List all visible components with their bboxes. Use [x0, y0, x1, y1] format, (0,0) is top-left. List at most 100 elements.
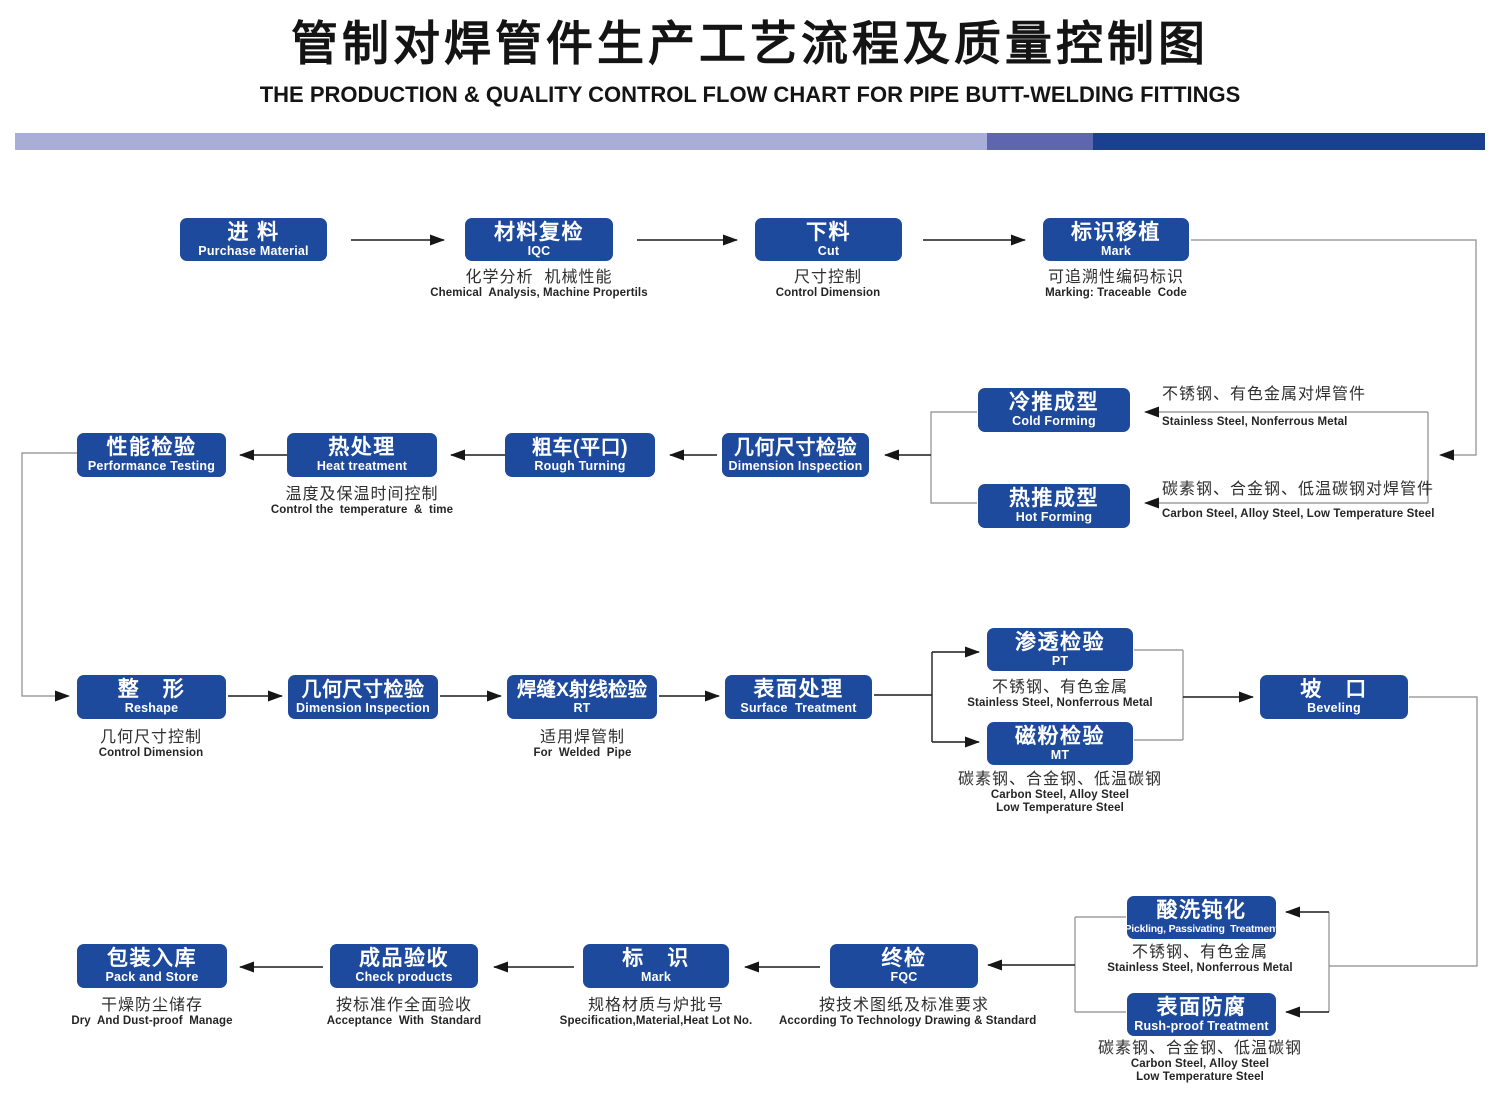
- divider-segment-mid: [987, 133, 1093, 150]
- note-cold-forming-en: Stainless Steel, Nonferrous Metal: [1162, 416, 1462, 429]
- node-purchase-material-en: Purchase Material: [198, 243, 309, 258]
- note-pt: 不锈钢、有色金属 Stainless Steel, Nonferrous Met…: [930, 679, 1190, 710]
- node-performance-testing: 性能检验 Performance Testing: [77, 433, 226, 477]
- note-iqc-en: Chemical Analysis, Machine Propertils: [430, 287, 648, 299]
- node-performance-testing-zh: 性能检验: [106, 436, 197, 459]
- note-rust-proof-zh: 碳素钢、合金钢、低温碳钢: [1097, 1040, 1302, 1057]
- node-fqc-en: FQC: [890, 970, 918, 984]
- node-reshape-zh: 整 形: [117, 678, 186, 701]
- node-mt-zh: 磁粉检验: [1015, 724, 1105, 748]
- note-rust-proof: 碳素钢、合金钢、低温碳钢 Carbon Steel, Alloy Steel L…: [1040, 1040, 1360, 1084]
- node-dimension-inspection-2: 几何尺寸检验 Dimension Inspection: [288, 675, 438, 719]
- note-pack-and-store-zh: 干燥防尘储存: [100, 997, 203, 1014]
- node-pt-en: PT: [1051, 653, 1069, 668]
- note-mark-label: 规格材质与炉批号 Specification,Material,Heat Lot…: [543, 997, 769, 1028]
- node-heat-treatment: 热处理 Heat treatment: [287, 433, 437, 477]
- node-iqc: 材料复检 IQC: [465, 218, 613, 261]
- note-mark-transplant-en: Marking: Traceable Code: [1045, 287, 1187, 299]
- node-rough-turning-en: Rough Turning: [534, 459, 626, 473]
- note-mt: 碳素钢、合金钢、低温碳钢 Carbon Steel, Alloy Steel L…: [930, 771, 1190, 815]
- node-purchase-material-zh: 进 料: [227, 220, 280, 244]
- node-cut: 下料 Cut: [755, 218, 902, 261]
- node-pack-and-store-zh: 包装入库: [107, 947, 197, 970]
- page-title: 管制对焊管件生产工艺流程及质量控制图: [291, 17, 1209, 70]
- note-cut-zh: 尺寸控制: [793, 269, 862, 286]
- divider-segment-light: [15, 133, 987, 150]
- note-cut-en: Control Dimension: [775, 287, 881, 299]
- node-hot-forming-en: Hot Forming: [1015, 510, 1093, 524]
- node-beveling-zh: 坡 口: [1300, 678, 1368, 701]
- node-heat-treatment-zh: 热处理: [328, 436, 396, 459]
- note-fqc-en: According To Technology Drawing & Standa…: [779, 1015, 1037, 1027]
- node-pack-and-store: 包装入库 Pack and Store: [77, 944, 227, 988]
- note-pickling-en: Stainless Steel, Nonferrous Metal: [1107, 962, 1293, 974]
- note-weld-xray-rt: 适用焊管制 For Welded Pipe: [490, 729, 675, 760]
- node-rust-proof-treatment-zh: 表面防腐: [1156, 995, 1247, 1019]
- node-pt-zh: 渗透检验: [1015, 630, 1105, 654]
- note-rust-proof-en1: Carbon Steel, Alloy Steel: [1130, 1058, 1270, 1070]
- node-weld-xray-rt-zh: 焊缝X射线检验: [516, 679, 647, 701]
- node-dimension-inspection-2-zh: 几何尺寸检验: [301, 679, 425, 701]
- node-beveling: 坡 口 Beveling: [1260, 675, 1408, 719]
- node-pt: 渗透检验 PT: [987, 628, 1133, 671]
- node-hot-forming-zh: 热推成型: [1009, 487, 1099, 510]
- node-fqc-zh: 终检: [881, 947, 927, 970]
- note-fqc: 按技术图纸及标准要求 According To Technology Drawi…: [779, 997, 1037, 1028]
- node-cut-en: Cut: [817, 243, 840, 258]
- node-check-products-zh: 成品验收: [359, 947, 449, 970]
- note-weld-xray-rt-zh: 适用焊管制: [539, 729, 625, 746]
- node-surface-treatment: 表面处理 Surface Treatment: [725, 675, 872, 719]
- node-fqc: 终检 FQC: [830, 944, 978, 988]
- note-cut: 尺寸控制 Control Dimension: [728, 269, 928, 300]
- note-pickling-zh: 不锈钢、有色金属: [1131, 944, 1268, 961]
- node-cold-forming-en: Cold Forming: [1012, 414, 1096, 428]
- node-mt: 磁粉检验 MT: [987, 722, 1133, 765]
- note-mark-transplant: 可追溯性编码标识 Marking: Traceable Code: [986, 269, 1246, 300]
- note-pack-and-store-en: Dry And Dust-proof Manage: [71, 1015, 233, 1027]
- note-cold-forming-zh-text: 不锈钢、有色金属对焊管件: [1162, 386, 1367, 403]
- note-reshape-en: Control Dimension: [98, 747, 204, 759]
- note-cold-forming-zh: 不锈钢、有色金属对焊管件: [1162, 386, 1462, 404]
- node-dimension-inspection-1-zh: 几何尺寸检验: [734, 437, 857, 459]
- node-mark-label-zh: 标 识: [622, 947, 690, 970]
- node-weld-xray-rt: 焊缝X射线检验 RT: [507, 675, 657, 719]
- note-mark-transplant-zh: 可追溯性编码标识: [1047, 269, 1184, 286]
- note-check-products: 按标准作全面验收 Acceptance With Standard: [304, 997, 504, 1028]
- node-mark-transplant: 标识移植 Mark: [1043, 218, 1189, 261]
- note-fqc-zh: 按技术图纸及标准要求: [818, 997, 989, 1014]
- node-pickling-passivating-en: Pickling, Passivating Treatment: [1124, 922, 1279, 935]
- note-pack-and-store: 干燥防尘储存 Dry And Dust-proof Manage: [52, 997, 252, 1028]
- divider-bar: [15, 133, 1485, 150]
- note-hot-forming-en: Carbon Steel, Alloy Steel, Low Temperatu…: [1162, 508, 1482, 521]
- note-heat-treatment-en: Control the temperature & time: [270, 504, 454, 516]
- node-pack-and-store-en: Pack and Store: [105, 970, 199, 984]
- note-check-products-zh: 按标准作全面验收: [335, 997, 472, 1014]
- note-mt-zh: 碳素钢、合金钢、低温碳钢: [957, 771, 1162, 788]
- node-dimension-inspection-1-en: Dimension Inspection: [728, 459, 863, 473]
- node-surface-treatment-en: Surface Treatment: [740, 701, 857, 715]
- note-hot-forming-en-text: Carbon Steel, Alloy Steel, Low Temperatu…: [1162, 508, 1435, 520]
- note-check-products-en: Acceptance With Standard: [326, 1015, 482, 1027]
- node-purchase-material: 进 料 Purchase Material: [180, 218, 327, 261]
- node-pickling-passivating: 酸洗钝化 Pickling, Passivating Treatment: [1124, 896, 1279, 939]
- node-cold-forming: 冷推成型 Cold Forming: [978, 388, 1130, 432]
- note-cold-forming-en-text: Stainless Steel, Nonferrous Metal: [1162, 416, 1348, 428]
- node-mark-label: 标 识 Mark: [583, 944, 729, 988]
- node-cut-zh: 下料: [806, 220, 851, 244]
- node-mark-transplant-en: Mark: [1101, 243, 1131, 258]
- node-performance-testing-en: Performance Testing: [87, 459, 216, 473]
- node-mark-transplant-zh: 标识移植: [1071, 220, 1161, 244]
- node-weld-xray-rt-en: RT: [573, 701, 591, 715]
- node-rough-turning: 粗车(平口) Rough Turning: [505, 433, 655, 477]
- node-heat-treatment-en: Heat treatment: [316, 459, 408, 473]
- note-iqc-zh: 化学分析 机械性能: [465, 269, 613, 286]
- note-reshape: 几何尺寸控制 Control Dimension: [61, 729, 241, 760]
- node-cold-forming-zh: 冷推成型: [1009, 391, 1099, 414]
- note-pt-zh: 不锈钢、有色金属: [991, 679, 1128, 696]
- node-dimension-inspection-2-en: Dimension Inspection: [296, 701, 430, 715]
- node-iqc-zh: 材料复检: [494, 220, 584, 244]
- note-heat-treatment: 温度及保温时间控制 Control the temperature & time: [242, 486, 482, 517]
- note-rust-proof-en2: Low Temperature Steel: [1136, 1071, 1264, 1083]
